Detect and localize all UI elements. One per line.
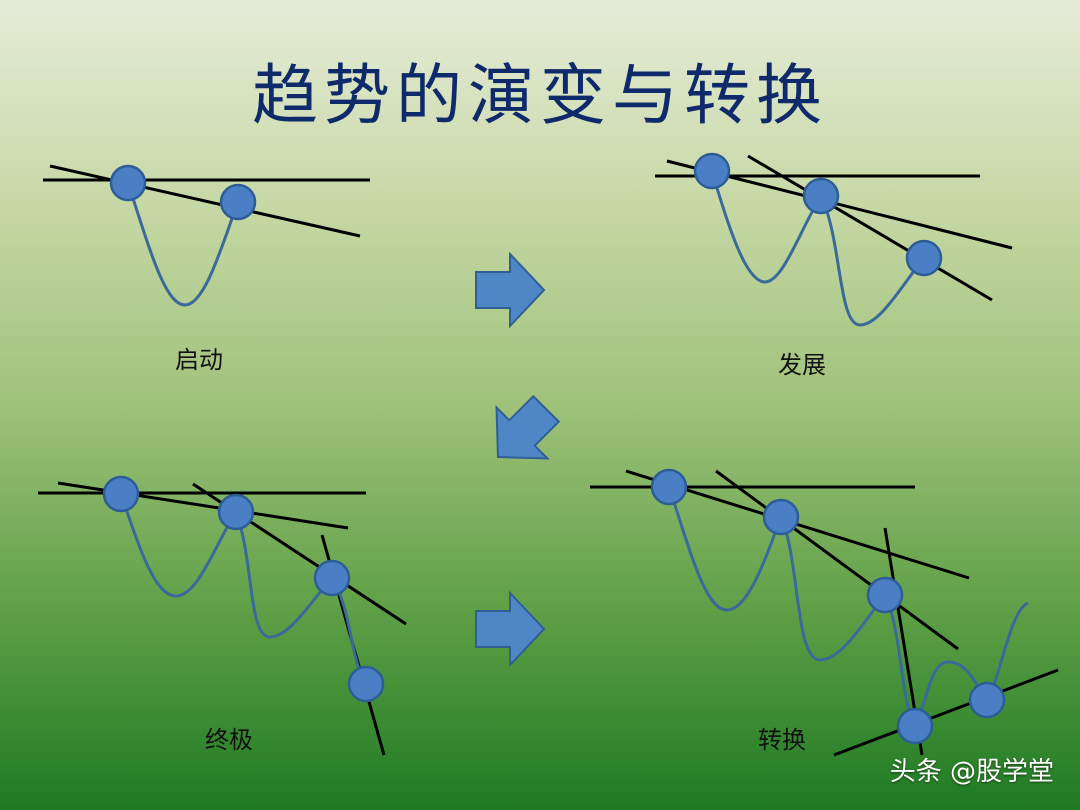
stage-label-develop: 发展 bbox=[778, 351, 826, 379]
price-curve bbox=[126, 182, 240, 307]
panel-ultimate bbox=[38, 475, 407, 756]
price-curve bbox=[667, 486, 1029, 730]
pivot-point bbox=[102, 475, 140, 513]
panel-transform bbox=[590, 468, 1059, 757]
stage-label-ultimate: 终极 bbox=[205, 726, 253, 754]
pivot-point bbox=[313, 559, 351, 597]
pivot-point bbox=[217, 493, 255, 531]
page-title: 趋势的演变与转换 bbox=[252, 57, 828, 134]
pivot-point bbox=[347, 665, 385, 703]
pivot-point bbox=[802, 177, 840, 215]
watermark: 头条 @股学堂 bbox=[889, 757, 1054, 787]
stage-label-start: 启动 bbox=[175, 346, 223, 374]
pivot-point bbox=[109, 164, 147, 202]
pivot-point bbox=[866, 576, 904, 614]
pivot-point bbox=[219, 183, 257, 221]
pivot-point bbox=[762, 498, 800, 536]
pivot-point bbox=[905, 239, 943, 277]
trend-line bbox=[49, 164, 361, 238]
trend-line bbox=[715, 469, 959, 651]
stage-label-transform: 转换 bbox=[758, 726, 806, 754]
arrow-down-left-icon bbox=[495, 394, 561, 460]
pivot-point bbox=[650, 468, 688, 506]
panel-develop bbox=[655, 152, 1013, 327]
panel-start bbox=[43, 164, 370, 307]
arrow-right-icon bbox=[475, 590, 546, 668]
trend-line bbox=[747, 154, 993, 302]
pivot-point bbox=[896, 707, 934, 745]
arrow-right-icon bbox=[475, 251, 546, 329]
pivot-point bbox=[693, 152, 731, 190]
pivot-point bbox=[968, 681, 1006, 719]
trend-line bbox=[833, 668, 1059, 757]
